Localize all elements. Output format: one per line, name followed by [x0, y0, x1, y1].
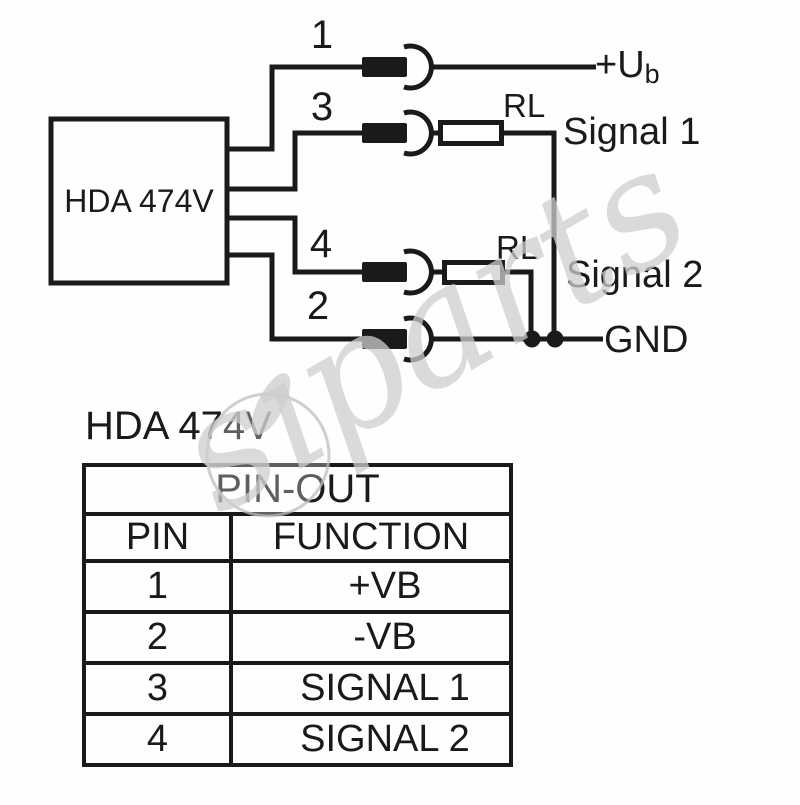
connector-arc-pin1 [403, 43, 434, 91]
pinout-header-cell: PIN-OUT [82, 463, 513, 516]
wire-pin3 [227, 130, 363, 192]
connector-arc-pin3 [403, 109, 434, 157]
device-box [48, 116, 230, 286]
function-column-header: FUNCTION [229, 512, 513, 563]
table-row: 4 SIGNAL 2 [82, 712, 513, 767]
pin-cell: 4 [82, 712, 233, 767]
wire-pin1 [227, 64, 363, 152]
connector-arc-pin4 [403, 248, 434, 296]
function-cell: -VB [229, 610, 513, 665]
table-caption-row: PIN-OUT [82, 463, 513, 516]
pinout-section-title: HDA 474V [85, 404, 272, 448]
load-resistor-2-label: RL [496, 229, 539, 266]
wiring-lines-svg [48, 43, 603, 363]
gnd-label: GND [604, 319, 689, 361]
gnd-junction-dot-signal2 [523, 330, 541, 348]
wire-signal1-to-gnd [504, 130, 557, 339]
load-resistor-1-label: RL [503, 87, 546, 124]
connector-arc-pin2 [403, 315, 434, 363]
pin-block-2 [362, 329, 407, 349]
pin-1-number-label: 1 [310, 13, 334, 57]
load-resistor-2 [442, 260, 505, 285]
function-cell: SIGNAL 1 [229, 661, 513, 716]
pinout-table: PIN-OUT PIN FUNCTION 1 +VB 2 -VB 3 SIGNA… [82, 463, 513, 767]
pin-column-header: PIN [82, 512, 233, 563]
pin-cell: 2 [82, 610, 233, 665]
pin-block-3 [362, 123, 407, 143]
pin-2-number-label: 2 [306, 284, 330, 328]
pin-3-number-label: 3 [310, 85, 334, 129]
table-row: 3 SIGNAL 1 [82, 661, 513, 716]
load-resistor-1 [438, 120, 504, 146]
function-cell: +VB [229, 559, 513, 614]
supply-voltage-subscript: b [644, 59, 660, 89]
pin-block-1 [362, 57, 407, 77]
pin-4-number-label: 4 [309, 222, 333, 266]
function-cell: SIGNAL 2 [229, 712, 513, 767]
pin-cell: 1 [82, 559, 233, 614]
pin-cell: 3 [82, 661, 233, 716]
table-row: 2 -VB [82, 610, 513, 665]
supply-voltage-label: +U b [595, 44, 660, 89]
table-header-row: PIN FUNCTION [82, 512, 513, 563]
pin-block-4 [362, 262, 407, 282]
wire-signal2-to-gnd [505, 269, 534, 339]
wire-pin4 [227, 215, 363, 275]
gnd-junction-dot-signal1 [546, 330, 564, 348]
signal-2-label: Signal 2 [566, 254, 704, 296]
table-row: 1 +VB [82, 559, 513, 614]
device-label: HDA 474V [64, 182, 214, 219]
wire-pin2 [227, 252, 363, 342]
supply-voltage-main: +U [595, 44, 645, 86]
signal-1-label: Signal 1 [563, 111, 701, 153]
